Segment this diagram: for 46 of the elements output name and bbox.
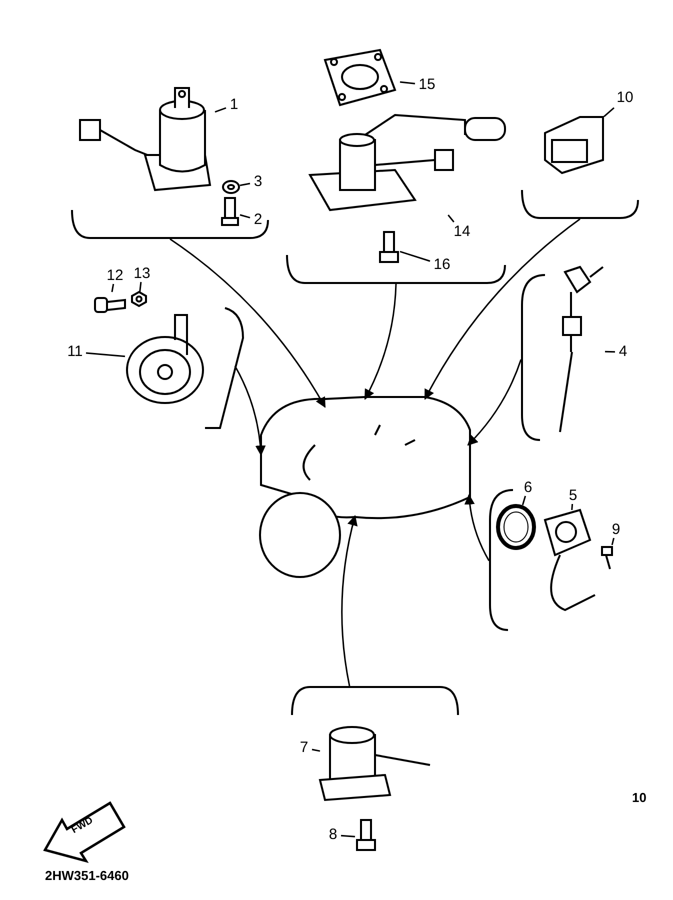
leader-line bbox=[312, 748, 320, 752]
arrow bbox=[341, 514, 358, 686]
arrow bbox=[364, 284, 397, 400]
callout-number: 6 bbox=[520, 478, 536, 496]
arrow bbox=[464, 494, 490, 562]
part-drawing bbox=[132, 292, 146, 306]
callout-number: 10 bbox=[614, 88, 636, 108]
callout-number: 14 bbox=[450, 222, 474, 242]
leader-line bbox=[448, 214, 454, 222]
part-drawing bbox=[496, 505, 536, 550]
leader-line bbox=[240, 214, 250, 218]
arrow bbox=[424, 218, 580, 400]
leader-line bbox=[611, 538, 615, 546]
callout-number: 13 bbox=[132, 264, 152, 282]
leader-line bbox=[139, 282, 142, 292]
leader-line bbox=[340, 834, 356, 838]
leader-line bbox=[400, 81, 416, 84]
drawing-number: 2HW351-6460 bbox=[45, 868, 129, 883]
callout-number: 15 bbox=[415, 75, 439, 95]
part-drawing bbox=[378, 232, 400, 264]
callout-number: 7 bbox=[296, 738, 312, 758]
callout-number: 8 bbox=[325, 825, 341, 845]
arrow bbox=[234, 366, 266, 456]
leader-line bbox=[571, 504, 574, 510]
leader-line bbox=[111, 284, 114, 292]
leader-line bbox=[214, 107, 226, 113]
arrow bbox=[467, 359, 522, 446]
callout-number: 4 bbox=[615, 342, 631, 362]
callout-number: 11 bbox=[64, 342, 86, 362]
part-drawing bbox=[222, 180, 240, 194]
leader-line bbox=[86, 352, 126, 358]
callout-number: 5 bbox=[565, 486, 581, 504]
callout-number: 1 bbox=[226, 95, 242, 115]
leader-line bbox=[522, 496, 526, 506]
leader-line bbox=[240, 182, 250, 186]
leader-line bbox=[604, 107, 614, 118]
callout-number: 2 bbox=[250, 210, 266, 230]
arrow bbox=[170, 238, 326, 408]
page-number: 10 bbox=[632, 790, 646, 805]
callout-number: 9 bbox=[608, 520, 624, 538]
callout-number: 3 bbox=[250, 172, 266, 192]
part-drawing bbox=[220, 198, 240, 226]
callout-number: 12 bbox=[105, 266, 125, 284]
callout-number: 16 bbox=[430, 255, 454, 275]
leader-line bbox=[604, 350, 616, 353]
leader-line bbox=[400, 250, 430, 262]
